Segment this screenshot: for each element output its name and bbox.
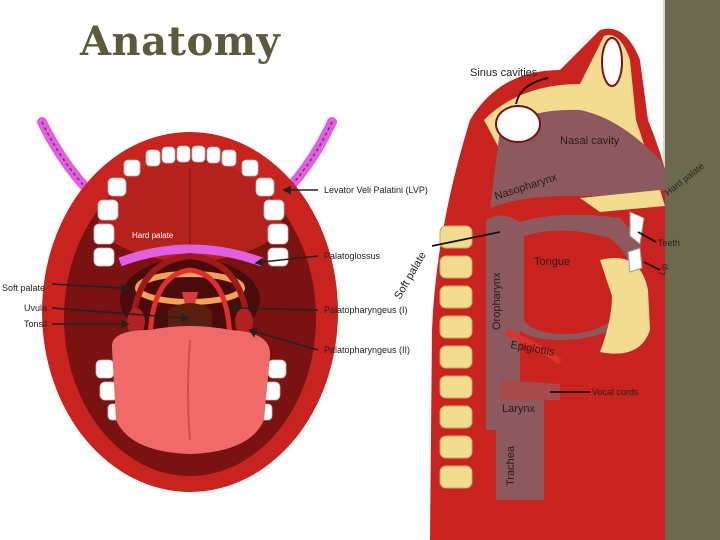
label-tongue-head: Tongue	[534, 256, 570, 268]
label-oropharynx: Oropharynx	[491, 272, 503, 330]
mouth-diagram	[42, 122, 338, 492]
label-larynx: Larynx	[502, 403, 536, 415]
head-diagram	[430, 29, 665, 540]
label-teeth: Teeth	[658, 238, 680, 248]
label-tonsil: Tonsil	[24, 319, 47, 329]
label-hard-palate-mouth: Hard palate	[132, 231, 174, 240]
sinus-cavity-1	[496, 106, 540, 142]
spine	[440, 226, 472, 488]
trachea	[496, 400, 544, 500]
label-hard-palate-head: Hard palate	[663, 161, 706, 198]
label-soft-palate-mouth: Soft palate	[2, 283, 45, 293]
sinus-cavity-2	[602, 38, 622, 86]
label-palatopharyngeus-2: Palatopharyngeus (II)	[324, 345, 410, 355]
label-sinus: Sinus cavities	[470, 67, 538, 79]
label-palatopharyngeus-1: Palatopharyngeus (I)	[324, 305, 408, 315]
lower-tooth	[628, 248, 642, 272]
label-levator: Levator Veli Palatini (LVP)	[324, 185, 428, 195]
label-soft-palate-head: Soft palate	[392, 250, 429, 302]
tongue	[112, 326, 270, 454]
label-palatoglossus: Palatoglossus	[324, 251, 381, 261]
label-vocal-cords: Vocal cords	[592, 387, 639, 397]
label-uvula: Uvula	[24, 303, 47, 313]
label-nasal-cavity: Nasal cavity	[560, 135, 620, 147]
label-trachea: Trachea	[505, 445, 517, 486]
